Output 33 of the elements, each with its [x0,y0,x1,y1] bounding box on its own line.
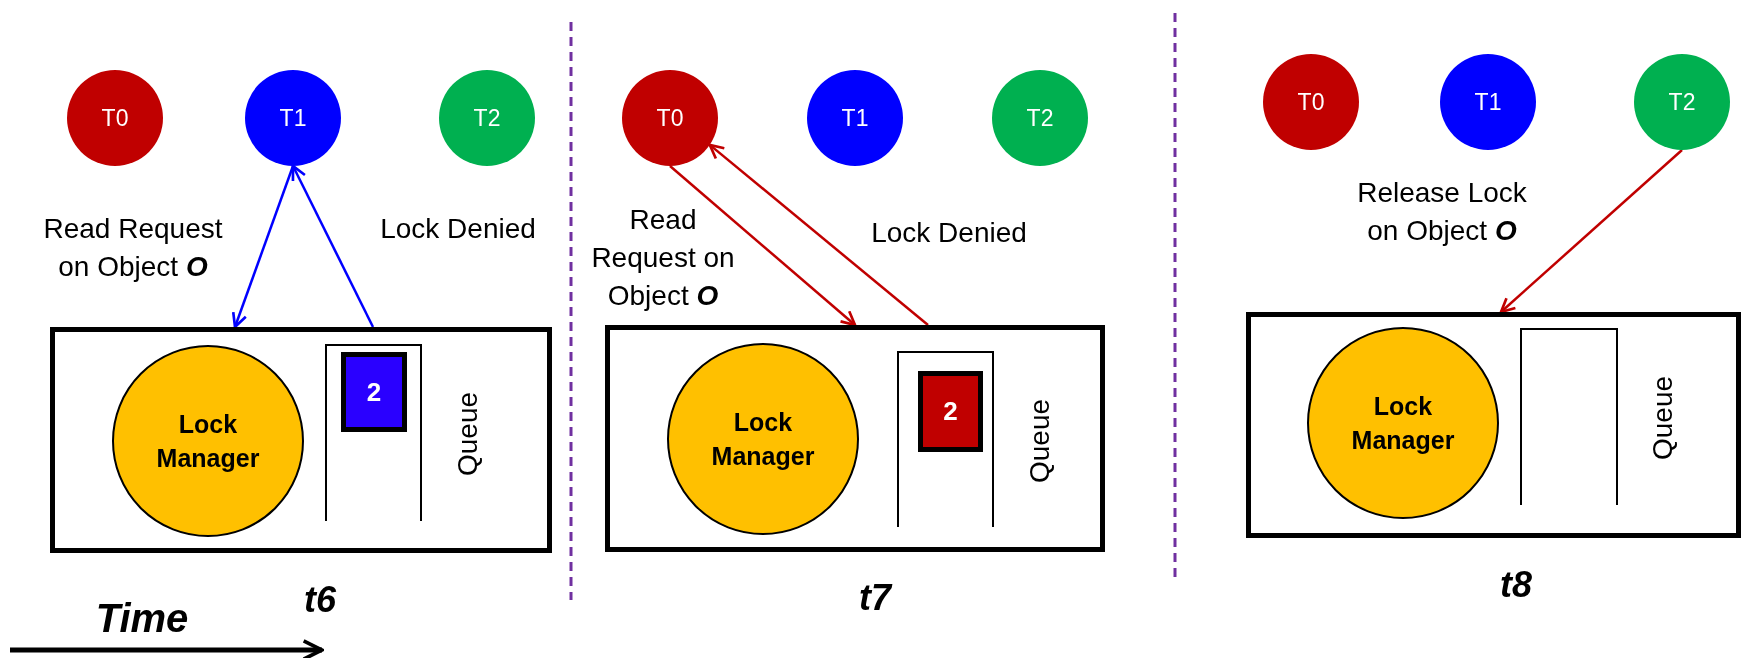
edge-label: Read Request on Object O [42,212,224,284]
node-text: 2 [366,375,382,409]
node-text: T2 [1668,87,1696,117]
node-text: Lock Manager [1350,391,1456,456]
queue-label: Queue [1646,375,1679,461]
edge-label: Release Lock on Object O [1356,176,1528,248]
time-label: Time [95,595,189,642]
arrow [669,165,857,327]
queue-item [918,371,983,452]
node-text: T0 [101,103,129,133]
node-text: Lock Manager [710,407,816,472]
queue-item [341,352,407,432]
edge-label: Lock Denied [870,216,1028,250]
node-text: T1 [279,103,307,133]
arrow [231,165,295,329]
node-text: T0 [656,103,684,133]
node-text: T1 [841,103,869,133]
node-text: T2 [1026,103,1054,133]
arrow [708,143,929,326]
queue-label: Queue [451,391,484,477]
node-text: Lock Manager [155,409,261,474]
time-step-caption: t7 [859,576,891,620]
node-text: T2 [473,103,501,133]
arrow [291,164,375,328]
node-text: T0 [1297,87,1325,117]
queue-label: Queue [1023,398,1056,484]
node-text: 2 [943,395,958,428]
time-step-caption: t8 [1500,563,1532,607]
node-text: T1 [1474,87,1502,117]
time-step-caption: t6 [304,578,336,622]
edge-label: Read Request on Object O [590,203,736,313]
edge-label: Lock Denied [379,212,537,246]
arrow [1499,149,1683,314]
